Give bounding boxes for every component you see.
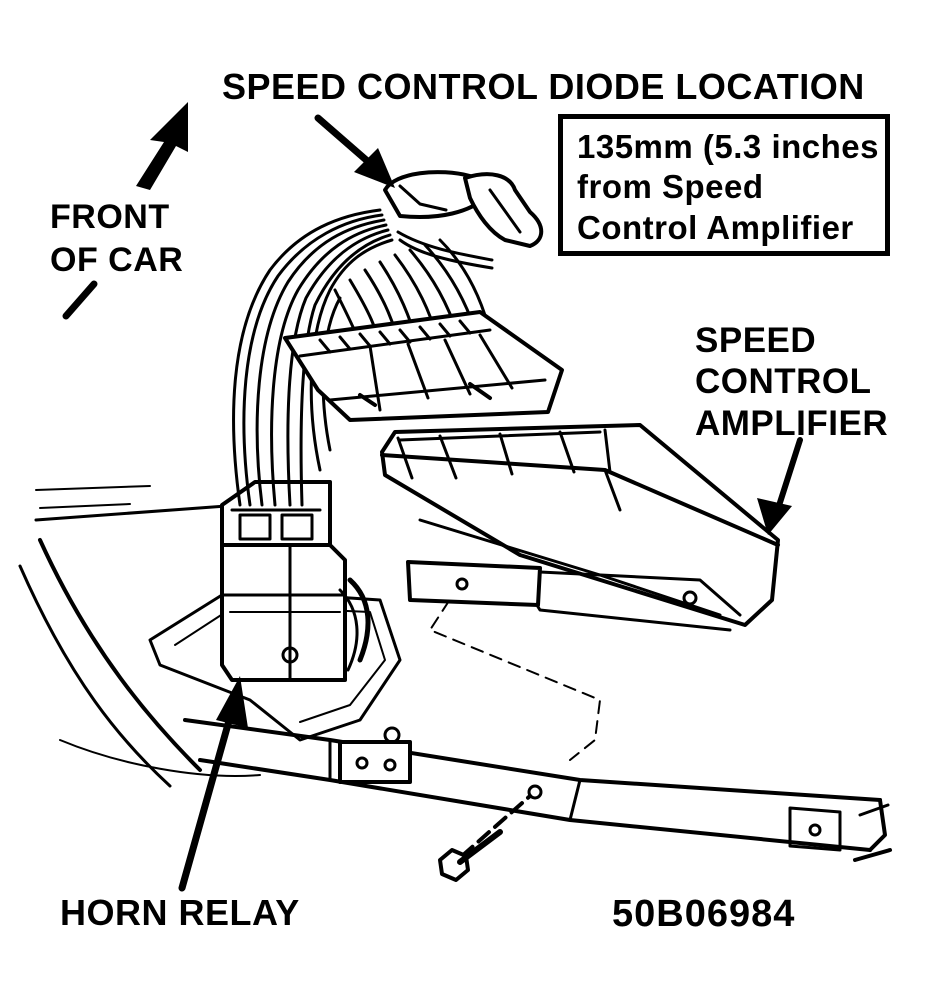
note-line-2: from Speed xyxy=(577,168,764,206)
figure-code-label: 50B06984 xyxy=(612,893,796,935)
dash-trim-panel xyxy=(18,485,261,788)
speed-control-diode xyxy=(383,170,544,248)
mounting-bolt xyxy=(438,794,532,882)
speed-control-amplifier xyxy=(380,423,780,632)
amplifier-pointer-arrow xyxy=(757,437,803,535)
distance-note-text: 135mm (5.3 inches from Speed Control Amp… xyxy=(563,119,885,248)
horn-relay-label: HORN RELAY xyxy=(60,892,300,933)
amplifier-label-line-3: AMPLIFIER xyxy=(695,403,889,443)
amplifier-label: SPEED CONTROL AMPLIFIER xyxy=(695,320,888,444)
note-line-3: Control Amplifier xyxy=(577,208,854,246)
front-direction-arrow xyxy=(62,102,188,320)
front-label-line-1: FRONT xyxy=(50,198,170,236)
distance-note-box: 135mm (5.3 inches from Speed Control Amp… xyxy=(558,114,890,256)
diode-location-label: SPEED CONTROL DIODE LOCATION xyxy=(222,66,865,107)
amplifier-label-line-1: SPEED xyxy=(695,321,817,360)
amplifier-mounting-tab xyxy=(406,560,542,607)
mounting-rail xyxy=(183,718,892,862)
alignment-dashed-line xyxy=(429,583,601,761)
harness-connector xyxy=(283,310,564,422)
horn-relay-block xyxy=(220,480,371,682)
amplifier-label-line-2: CONTROL xyxy=(695,362,872,402)
horn-relay-pointer-arrow xyxy=(178,676,248,892)
front-label-line-2: OF CAR xyxy=(50,240,184,279)
diode-pointer-arrow xyxy=(314,114,395,188)
note-line-1: 135mm (5.3 inches xyxy=(577,128,879,165)
front-of-car-label: FRONT OF CAR xyxy=(50,196,183,282)
